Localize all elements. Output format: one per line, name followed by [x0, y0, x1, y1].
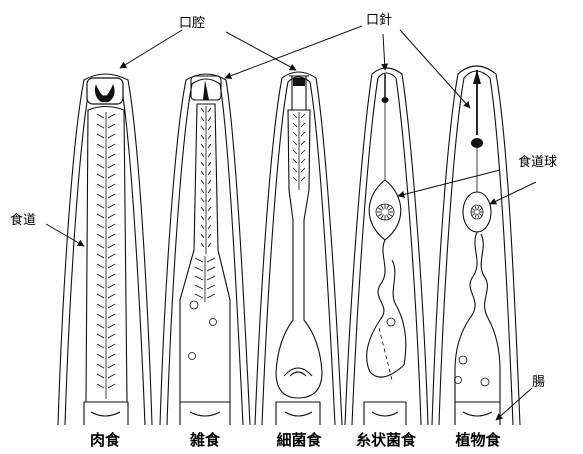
cuticle-inner: [352, 73, 421, 425]
esophagus-outline: [455, 232, 500, 402]
caption-fungivore: 糸状菌食: [356, 431, 417, 449]
stylet-shape: [382, 74, 389, 180]
caption-carnivore: 肉食: [90, 431, 121, 449]
caption-bacterivore: 細菌食: [276, 431, 322, 449]
esophagus-texture: [293, 112, 305, 190]
label-stylet: 口針: [366, 13, 392, 28]
gland-duct: [379, 328, 392, 380]
cuticle-inner: [439, 71, 513, 425]
cuticle-inner: [262, 77, 335, 425]
oral-cavity-arrow-1: [120, 30, 182, 68]
esophagus-texture: [195, 106, 215, 302]
stylet-shape: [471, 70, 483, 192]
label-intestine: 腸: [532, 375, 545, 390]
esophagus-outline: [180, 104, 230, 402]
specimen-fungivore: [345, 68, 428, 425]
specimen-carnivore: [58, 74, 152, 425]
intestine-arrow: [496, 388, 532, 420]
stylet-arrow-2: [383, 34, 385, 70]
specimen-bacterivore: [255, 72, 342, 425]
oral-cavity-shape: [87, 78, 123, 104]
esophagus-outline: [86, 107, 127, 403]
body-outline: [160, 74, 250, 425]
body-outline: [432, 66, 520, 425]
gland-nuclei: [189, 301, 217, 360]
gland-nuclei: [455, 356, 490, 386]
label-oral-cavity: 口腔: [179, 16, 205, 31]
intestine-junction: [84, 402, 128, 425]
stylet-arrow-3: [400, 30, 470, 108]
label-esophageal-bulb: 食道球: [518, 154, 557, 170]
basal-bulb-valve: [284, 368, 312, 376]
gland-nuclei: [387, 318, 395, 326]
intestine-junction: [455, 402, 500, 425]
esophagus-arrow: [46, 224, 84, 246]
body-outline: [345, 68, 428, 425]
intestine-junction: [180, 402, 230, 425]
esophagus-texture: [97, 112, 115, 399]
bulb-arrow-2: [490, 182, 536, 204]
body-outline: [58, 74, 152, 425]
median-bulb: [369, 180, 401, 240]
median-bulb: [463, 192, 491, 232]
stylet-tooth: [203, 80, 209, 100]
intestine-junction: [276, 402, 320, 425]
specimen-herbivore: [432, 66, 520, 425]
specimen-omnivore: [160, 74, 250, 425]
intestine-junction: [364, 402, 406, 425]
stylet-arrow-1: [225, 26, 362, 78]
caption-herbivore: 植物食: [455, 431, 501, 449]
caption-omnivore: 雑食: [189, 431, 221, 449]
oral-cavity-tip: [293, 78, 305, 86]
label-esophagus: 食道: [10, 212, 36, 228]
